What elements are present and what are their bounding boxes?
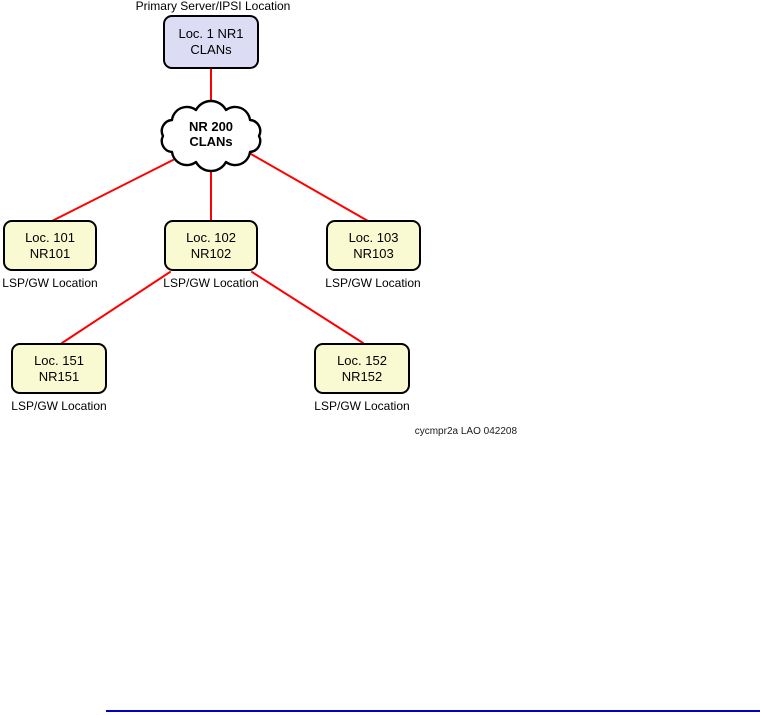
- node-primary-line1: Loc. 1 NR1: [178, 26, 244, 41]
- node-loc151: Loc. 151 NR151: [11, 343, 107, 394]
- node-loc152-line1: Loc. 152: [337, 352, 387, 368]
- figure-caption: cycmpr2a LAO 042208: [414, 426, 517, 437]
- connector-loc102-loc151: [61, 271, 171, 344]
- node-loc152-line2: NR152: [341, 368, 383, 384]
- label-loc151: LSP/GW Location: [11, 399, 107, 413]
- footer-rule: [106, 710, 760, 712]
- node-loc101-line2: NR101: [29, 245, 71, 261]
- connector-lines: [51, 67, 369, 344]
- node-loc101-line1: Loc. 101: [25, 229, 75, 245]
- label-loc102: LSP/GW Location: [163, 276, 259, 290]
- node-loc102-line2: NR102: [190, 245, 232, 261]
- cloud-label: NR 200 CLANs: [151, 119, 271, 149]
- cloud-icon: [160, 99, 262, 173]
- node-loc102: Loc. 102 NR102: [164, 220, 258, 271]
- cloud-line2: CLANs: [189, 134, 233, 149]
- node-loc103: Loc. 103 NR103: [326, 220, 421, 271]
- primary-location-title: Primary Server/IPSI Location: [135, 0, 291, 13]
- node-loc151-line2: NR151: [38, 368, 80, 384]
- label-loc152: LSP/GW Location: [314, 399, 410, 413]
- connector-cloud-loc101: [51, 159, 174, 222]
- node-loc103-line1: Loc. 103: [348, 229, 399, 245]
- cloud-line1: NR 200: [188, 119, 234, 134]
- node-loc102-line1: Loc. 102: [186, 229, 236, 245]
- connector-cloud-loc103: [250, 153, 369, 222]
- node-loc101: Loc. 101 NR101: [3, 220, 97, 271]
- connector-loc102-loc152: [251, 271, 364, 344]
- node-loc151-line1: Loc. 151: [34, 352, 84, 368]
- node-loc103-line2: NR103: [353, 245, 394, 261]
- node-primary-line2: CLANs: [190, 42, 232, 57]
- node-primary-server: Loc. 1 NR1 CLANs: [163, 15, 259, 69]
- label-loc101: LSP/GW Location: [2, 276, 98, 290]
- node-loc152: Loc. 152 NR152: [314, 343, 410, 394]
- label-loc103: LSP/GW Location: [325, 276, 421, 290]
